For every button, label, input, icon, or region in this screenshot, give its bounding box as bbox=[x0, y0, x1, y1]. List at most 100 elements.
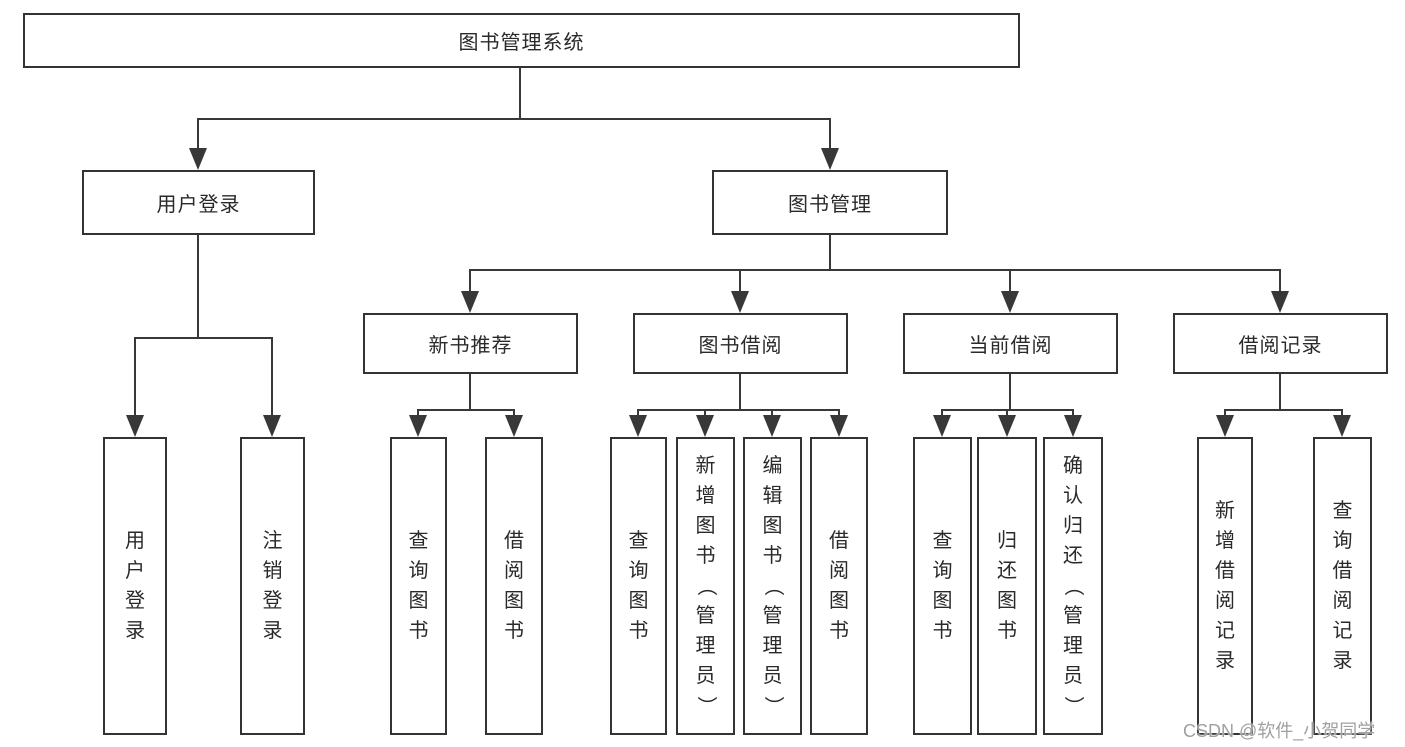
arrowhead-icon bbox=[830, 415, 848, 437]
leaf-logout: 注销登录 bbox=[240, 437, 305, 735]
vertical-char: 查 bbox=[408, 530, 429, 552]
leaf-query-books-2: 查询图书 bbox=[610, 437, 667, 735]
node-new-book-recommend: 新书推荐 bbox=[363, 313, 578, 374]
vertical-char: （ bbox=[1062, 576, 1084, 596]
arrowhead-icon bbox=[505, 415, 523, 437]
vertical-char: 录 bbox=[262, 620, 283, 642]
vertical-char: 查 bbox=[628, 530, 649, 552]
leaf-borrow-books-2: 借阅图书 bbox=[810, 437, 868, 735]
vertical-char: 书 bbox=[997, 620, 1017, 642]
node-label: 归还图书 bbox=[996, 526, 1018, 646]
vertical-char: 书 bbox=[504, 620, 524, 642]
leaf-add-borrow-record: 新增借阅记录 bbox=[1197, 437, 1253, 735]
arrowhead-icon bbox=[933, 415, 951, 437]
vertical-char: 图 bbox=[829, 590, 849, 612]
arrowhead-icon bbox=[998, 415, 1016, 437]
vertical-char: 增 bbox=[1215, 530, 1235, 552]
vertical-char: ） bbox=[694, 696, 717, 716]
vertical-char: 图 bbox=[408, 590, 429, 612]
arrowhead-icon bbox=[189, 148, 207, 170]
vertical-char: 管 bbox=[762, 605, 783, 627]
arrowhead-icon bbox=[126, 415, 144, 437]
vertical-char: 借 bbox=[829, 530, 849, 552]
vertical-char: 记 bbox=[1332, 620, 1353, 642]
arrowhead-icon bbox=[1064, 415, 1082, 437]
node-book-borrowing: 图书借阅 bbox=[633, 313, 848, 374]
leaf-return-book: 归还图书 bbox=[977, 437, 1037, 735]
vertical-char: （ bbox=[694, 576, 717, 596]
vertical-char: 归 bbox=[1063, 515, 1083, 537]
vertical-char: 辑 bbox=[762, 485, 783, 507]
leaf-edit-book-admin: 编辑图书 （ 管理员 ） bbox=[743, 437, 802, 735]
node-label: 注销登录 bbox=[262, 526, 284, 646]
node-label: 新书推荐 bbox=[428, 335, 513, 357]
node-label: 新增图书（管理员） bbox=[695, 451, 717, 721]
vertical-char: 图 bbox=[628, 590, 649, 612]
arrowhead-icon bbox=[1001, 291, 1019, 313]
vertical-char: 销 bbox=[262, 560, 283, 582]
node-library-system: 图书管理系统 bbox=[23, 13, 1020, 68]
node-book-management: 图书管理 bbox=[712, 170, 948, 235]
node-label: 用户登录 bbox=[124, 526, 146, 646]
vertical-char: 登 bbox=[262, 590, 283, 612]
arrowhead-icon bbox=[696, 415, 714, 437]
vertical-char: 员 bbox=[762, 665, 783, 687]
arrowhead-icon bbox=[731, 291, 749, 313]
vertical-char: 新 bbox=[695, 455, 716, 477]
vertical-char: 阅 bbox=[829, 560, 849, 582]
vertical-char: 理 bbox=[762, 635, 783, 657]
node-label: 查询借阅记录 bbox=[1332, 496, 1354, 676]
node-label: 查询图书 bbox=[628, 526, 650, 646]
vertical-char: 编 bbox=[762, 455, 783, 477]
vertical-char: 查 bbox=[932, 530, 953, 552]
node-user-login: 用户登录 bbox=[82, 170, 315, 235]
vertical-char: ） bbox=[761, 696, 784, 716]
arrowhead-icon bbox=[629, 415, 647, 437]
vertical-char: 询 bbox=[408, 560, 429, 582]
vertical-char: 员 bbox=[695, 665, 716, 687]
leaf-add-book-admin: 新增图书（管理员） bbox=[676, 437, 735, 735]
vertical-char: 阅 bbox=[1332, 590, 1353, 612]
leaf-confirm-return-admin: 确认归还（管理员） bbox=[1043, 437, 1103, 735]
vertical-char: 员 bbox=[1063, 665, 1083, 687]
vertical-char: 图 bbox=[695, 515, 716, 537]
vertical-char: 书 bbox=[408, 620, 429, 642]
vertical-char: 确 bbox=[1063, 455, 1083, 477]
arrowhead-icon bbox=[1271, 291, 1289, 313]
vertical-char: 图 bbox=[932, 590, 953, 612]
node-borrow-records: 借阅记录 bbox=[1173, 313, 1388, 374]
vertical-char: 录 bbox=[125, 620, 145, 642]
node-label: 查询图书 bbox=[408, 526, 430, 646]
vertical-char: 认 bbox=[1063, 485, 1083, 507]
leaf-user-login: 用户登录 bbox=[103, 437, 167, 735]
arrowhead-icon bbox=[263, 415, 281, 437]
vertical-char: 查 bbox=[1332, 500, 1353, 522]
vertical-char: 书 bbox=[762, 545, 783, 567]
node-label: 借阅图书 bbox=[503, 526, 525, 646]
vertical-char: 阅 bbox=[504, 560, 524, 582]
node-label: 用户登录 bbox=[156, 194, 241, 216]
vertical-char: （ bbox=[761, 576, 784, 596]
vertical-char: 询 bbox=[932, 560, 953, 582]
arrowhead-icon bbox=[1216, 415, 1234, 437]
leaf-borrow-books-1: 借阅图书 bbox=[485, 437, 543, 735]
vertical-char: 借 bbox=[1215, 560, 1235, 582]
node-label: 查询图书 bbox=[932, 526, 954, 646]
vertical-char: 阅 bbox=[1215, 590, 1235, 612]
vertical-char: 图 bbox=[762, 515, 783, 537]
vertical-char: 借 bbox=[504, 530, 524, 552]
node-label: 借阅图书 bbox=[828, 526, 850, 646]
arrowhead-icon bbox=[461, 291, 479, 313]
leaf-query-books-1: 查询图书 bbox=[390, 437, 447, 735]
vertical-char: 户 bbox=[125, 560, 145, 582]
vertical-char: 图 bbox=[997, 590, 1017, 612]
vertical-char: 理 bbox=[1063, 635, 1083, 657]
vertical-char: 借 bbox=[1332, 560, 1353, 582]
node-label: 图书借阅 bbox=[698, 335, 783, 357]
vertical-char: 录 bbox=[1215, 650, 1235, 672]
vertical-char: 注 bbox=[262, 530, 283, 552]
node-current-borrowing: 当前借阅 bbox=[903, 313, 1118, 374]
vertical-char: 询 bbox=[628, 560, 649, 582]
